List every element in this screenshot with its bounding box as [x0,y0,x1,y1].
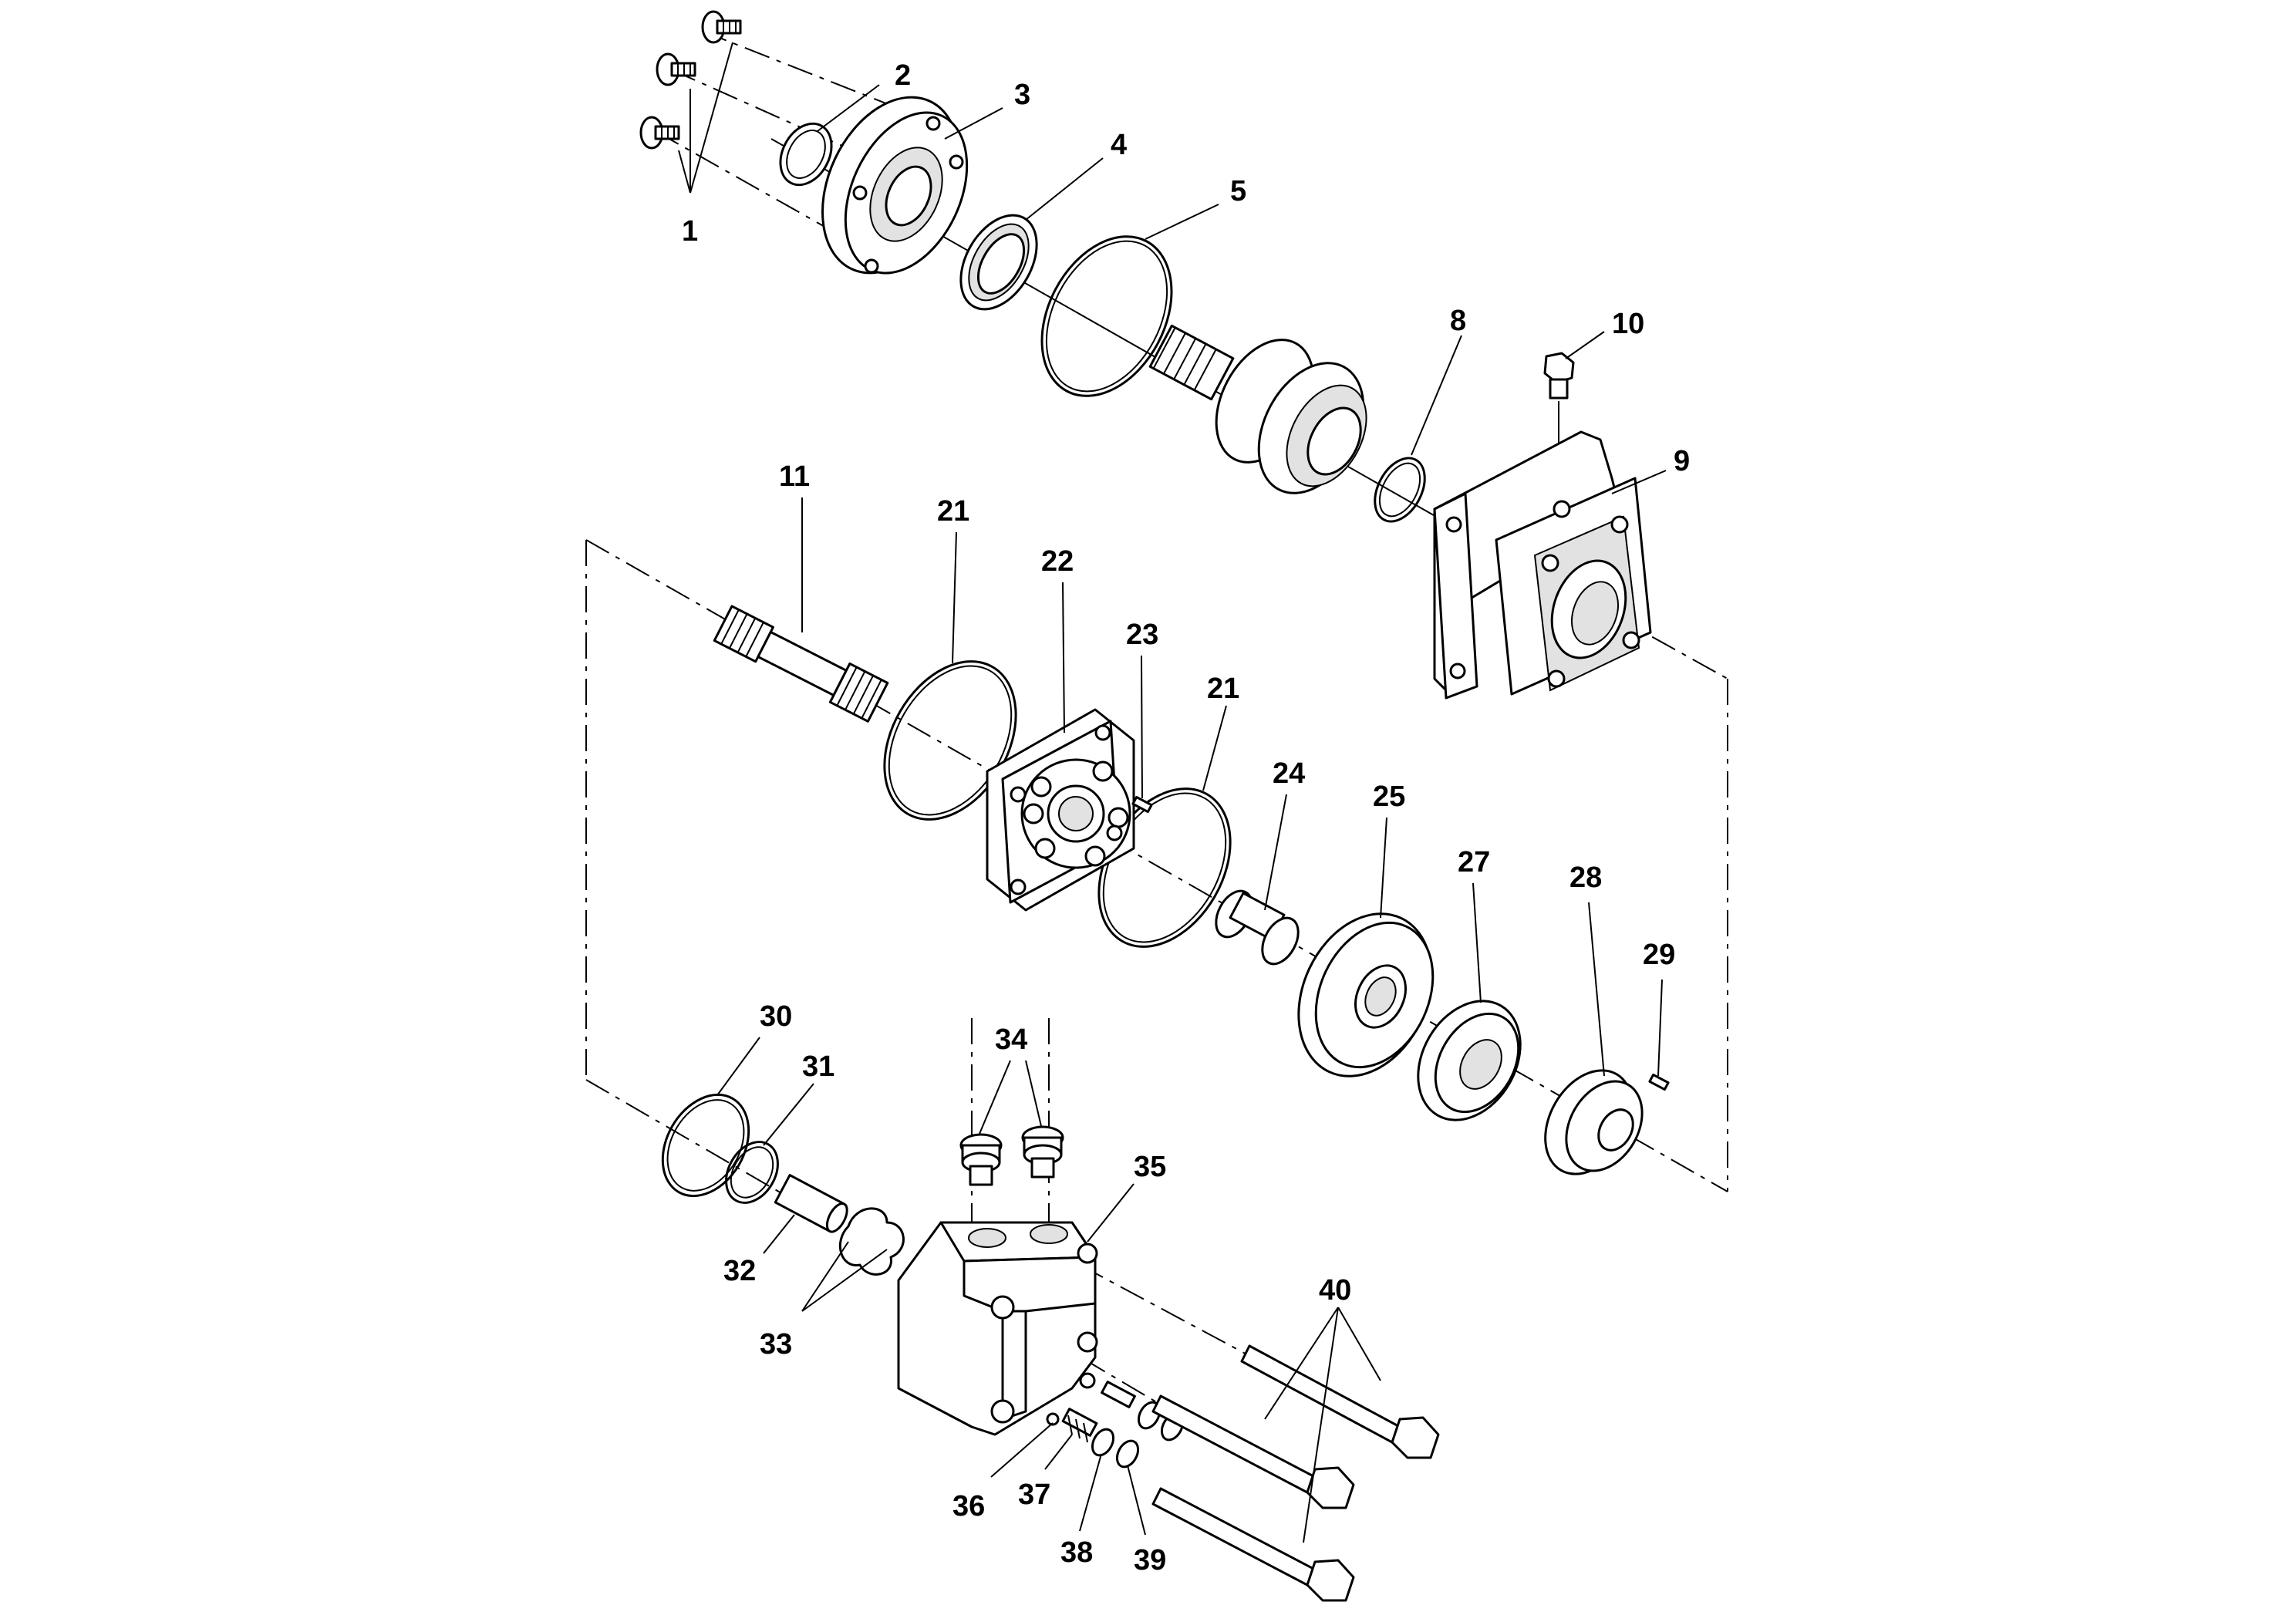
callout-25: 25 [1373,781,1405,813]
spring-37 [1061,1408,1098,1443]
valve-block-35 [897,1221,1098,1436]
pin-23 [1131,795,1153,814]
callout-32: 32 [723,1255,756,1287]
callout-8: 8 [1450,305,1466,337]
screw-1b [656,52,696,86]
screw-1a [701,10,742,44]
cap-34a [959,1133,1003,1186]
callout-21b: 21 [1207,673,1239,705]
callout-11: 11 [779,460,810,493]
output-shaft-assembly [1148,324,1367,494]
callout-1: 1 [682,215,698,248]
leader-lines [678,42,1667,1543]
bolt-40a [1240,1344,1440,1459]
callout-labels: 1 2 3 4 5 8 10 9 11 21 22 23 21 24 25 27… [682,59,1690,1576]
callout-40: 40 [1319,1274,1351,1307]
callout-23: 23 [1126,619,1158,651]
spline-coupling-24 [1215,889,1300,966]
callout-24: 24 [1273,757,1305,790]
callout-10: 10 [1612,308,1644,340]
callout-38: 38 [1060,1536,1093,1569]
o-ring-2 [779,122,833,187]
o-ring-30 [661,1093,750,1198]
valve-disc-25 [1297,912,1435,1077]
callout-35: 35 [1134,1151,1166,1183]
callout-5: 5 [1230,175,1246,207]
callout-29: 29 [1643,939,1675,971]
plug-39 [1115,1439,1140,1469]
callout-37: 37 [1018,1479,1050,1511]
o-ring-8 [1374,457,1426,523]
cap-34b [1021,1125,1064,1179]
pin-29 [1648,1073,1670,1091]
callout-34: 34 [995,1023,1027,1056]
callout-22: 22 [1041,545,1074,578]
o-ring-5 [1040,235,1173,397]
shaft-seal-4 [959,214,1038,311]
callout-36: 36 [952,1490,985,1523]
callout-31: 31 [802,1050,834,1083]
callout-27: 27 [1458,846,1490,878]
sleeve-32 [774,1174,848,1233]
callout-28: 28 [1569,862,1602,894]
callout-4: 4 [1111,129,1127,161]
callout-33: 33 [760,1328,792,1361]
bolt-40b [1151,1394,1355,1509]
bolt-40c [1151,1487,1355,1602]
callout-3: 3 [1014,79,1030,111]
washer-38 [1091,1428,1115,1457]
ball-36 [1046,1412,1060,1426]
callout-9: 9 [1674,445,1690,477]
gerotor-plate-22 [986,708,1135,912]
seal-33 [838,1207,905,1276]
callout-2: 2 [895,59,911,92]
callout-21a: 21 [937,495,969,528]
callout-39: 39 [1134,1544,1166,1576]
drive-shaft-11 [713,605,889,723]
flange-cover-3 [821,96,969,275]
end-cap-28 [1544,1069,1644,1175]
assembly-axis-lines [585,30,1728,1412]
screw-1c [639,116,680,150]
housing-9 [1433,430,1652,700]
bearing-27 [1417,1000,1522,1121]
callout-30: 30 [760,1000,792,1033]
o-ring-31 [725,1141,779,1204]
